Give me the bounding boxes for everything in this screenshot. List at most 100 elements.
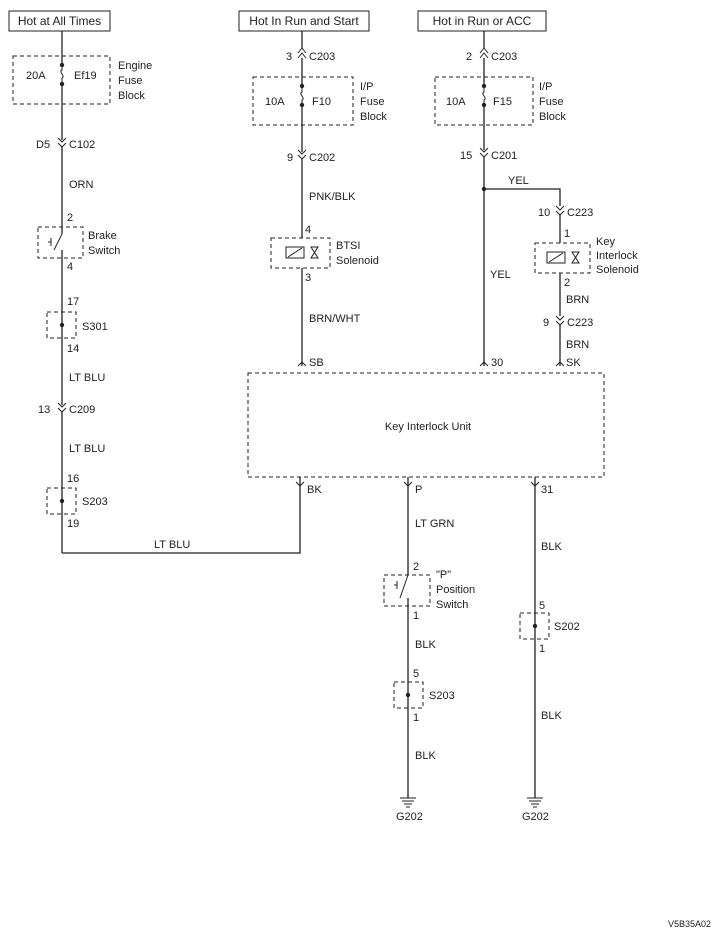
c209-name: C209 — [69, 404, 95, 416]
fuse-f10-block-1: I/P — [360, 81, 373, 93]
unit-name: Key Interlock Unit — [385, 421, 471, 433]
wire-label-blk-3: BLK — [541, 541, 562, 553]
feed-label-left: Hot at All Times — [18, 14, 101, 28]
fuse-f15-block-3: Block — [539, 111, 566, 123]
wire-label-lt-blu-bottom: LT BLU — [154, 539, 190, 551]
bts-pin-bottom: 3 — [305, 272, 311, 284]
left-circuit: 20A Ef19 Engine Fuse Block D5 C102 ORN 2… — [12, 31, 301, 554]
c203-right-name: C203 — [491, 51, 517, 63]
p-switch-label-3: Switch — [436, 599, 468, 611]
s203-left-pin-top: 16 — [67, 473, 79, 485]
bts-solenoid: 4 3 BTSI Solenoid — [270, 224, 379, 284]
fuse-ef19-id: Ef19 — [74, 70, 97, 82]
brake-switch-label-2: Switch — [88, 245, 120, 257]
feed-hot-in-run-and-start: Hot In Run and Start — [238, 10, 370, 32]
wire-label-brn-2: BRN — [566, 339, 589, 351]
s203-left-pin-bottom: 19 — [67, 518, 79, 530]
c203-right-pin: 2 — [466, 51, 472, 63]
fuse-f10-id: F10 — [312, 96, 331, 108]
ground-label-right: G202 — [522, 811, 549, 823]
connector-c203-mid: 3 C203 — [286, 47, 335, 63]
fuse-f10-block-2: Fuse — [360, 96, 384, 108]
unit-pin-bk: BK — [307, 484, 322, 496]
fuse-f15-id: F15 — [493, 96, 512, 108]
ground-icon — [527, 797, 543, 808]
s203-bottom-pin-bottom: 1 — [413, 712, 419, 724]
s202-name: S202 — [554, 621, 580, 633]
ground-icon — [400, 797, 416, 808]
p-switch-pin-top: 2 — [413, 561, 419, 573]
brake-switch-pin-top: 2 — [67, 212, 73, 224]
p-switch-circuit: LT GRN 2 1 "P" Position Switch BLK 5 S20… — [383, 486, 475, 823]
key-interlock-solenoid: 1 2 Key Interlock Solenoid — [534, 228, 639, 289]
wire-label-brn-wht: BRN/WHT — [309, 313, 361, 325]
fuse-ef19-block-2: Fuse — [118, 75, 142, 87]
fuse-f15-rating: 10A — [446, 96, 466, 108]
fuse-f15-block-1: I/P — [539, 81, 552, 93]
s301-name: S301 — [82, 321, 108, 333]
p-position-switch: 2 1 "P" Position Switch — [383, 561, 475, 622]
unit-pin-sb: SB — [309, 357, 324, 369]
fuse-ef19: 20A Ef19 Engine Fuse Block — [12, 55, 152, 105]
brake-switch-pin-bottom: 4 — [67, 261, 73, 273]
s301-pin-top: 17 — [67, 296, 79, 308]
wire-label-blk-4: BLK — [541, 710, 562, 722]
wire-label-pnk-blk: PNK/BLK — [309, 191, 356, 203]
wire-label-orn: ORN — [69, 179, 94, 191]
brake-switch-label-1: Brake — [88, 230, 117, 242]
splice-s203-left: 16 S203 19 — [46, 473, 108, 530]
s203-left-name: S203 — [82, 496, 108, 508]
c102-pin: D5 — [36, 139, 50, 151]
c203-mid-pin: 3 — [286, 51, 292, 63]
figure-code: V5B35A02 — [668, 919, 711, 929]
c223-top-pin: 10 — [538, 207, 550, 219]
wire-label-lt-blu-2: LT BLU — [69, 443, 105, 455]
connector-c102: D5 C102 — [36, 137, 95, 151]
fuse-ef19-block-3: Block — [118, 90, 145, 102]
c202-name: C202 — [309, 152, 335, 164]
feed-label-right: Hot in Run or ACC — [433, 14, 532, 28]
fuse-f10: 10A F10 I/P Fuse Block — [252, 76, 387, 126]
s301-pin-bottom: 14 — [67, 343, 79, 355]
c202-pin: 9 — [287, 152, 293, 164]
unit-pin-sk: SK — [566, 357, 581, 369]
wire-label-blk-2: BLK — [415, 750, 436, 762]
ground-label-left: G202 — [396, 811, 423, 823]
bts-pin-top: 4 — [305, 224, 311, 236]
connector-c223-bot: 9 C223 — [543, 315, 593, 329]
c223-top-name: C223 — [567, 207, 593, 219]
c102-name: C102 — [69, 139, 95, 151]
connector-c202: 9 C202 — [287, 149, 335, 164]
p-switch-label-1: "P" — [436, 569, 451, 581]
key-interlock-unit: Key Interlock Unit BK P 31 — [247, 372, 605, 496]
fuse-ef19-block-1: Engine — [118, 60, 152, 72]
wire-label-blk-1: BLK — [415, 639, 436, 651]
splice-s203-bottom: 5 S203 1 — [393, 668, 455, 724]
unit-pin-p: P — [415, 484, 422, 496]
connector-c201: 15 C201 — [460, 147, 517, 162]
fuse-f10-block-3: Block — [360, 111, 387, 123]
wire-label-yel-vert: YEL — [490, 269, 511, 281]
s202-pin-top: 5 — [539, 600, 545, 612]
connector-c209: 13 C209 — [38, 402, 95, 416]
s203-bottom-pin-top: 5 — [413, 668, 419, 680]
bts-label-2: Solenoid — [336, 255, 379, 267]
kis-label-3: Solenoid — [596, 264, 639, 276]
fuse-f15: 10A F15 I/P Fuse Block — [434, 76, 566, 126]
unit-pin-30: 30 — [491, 357, 503, 369]
connector-c223-top: 10 C223 — [538, 205, 593, 219]
wire-label-yel-top: YEL — [508, 175, 529, 187]
c223-bot-pin: 9 — [543, 317, 549, 329]
connector-c203-right: 2 C203 — [466, 47, 517, 63]
p-switch-pin-bottom: 1 — [413, 610, 419, 622]
splice-s301: 17 S301 14 — [46, 296, 108, 355]
fuse-f10-rating: 10A — [265, 96, 285, 108]
bts-label-1: BTSI — [336, 240, 360, 252]
kis-label-1: Key — [596, 236, 615, 248]
c203-mid-name: C203 — [309, 51, 335, 63]
right-circuit: 2 C203 10A F15 I/P Fuse Block 15 C201 YE… — [434, 31, 639, 369]
kis-label-2: Interlock — [596, 250, 638, 262]
fuse-f15-block-2: Fuse — [539, 96, 563, 108]
wire-label-brn-1: BRN — [566, 294, 589, 306]
